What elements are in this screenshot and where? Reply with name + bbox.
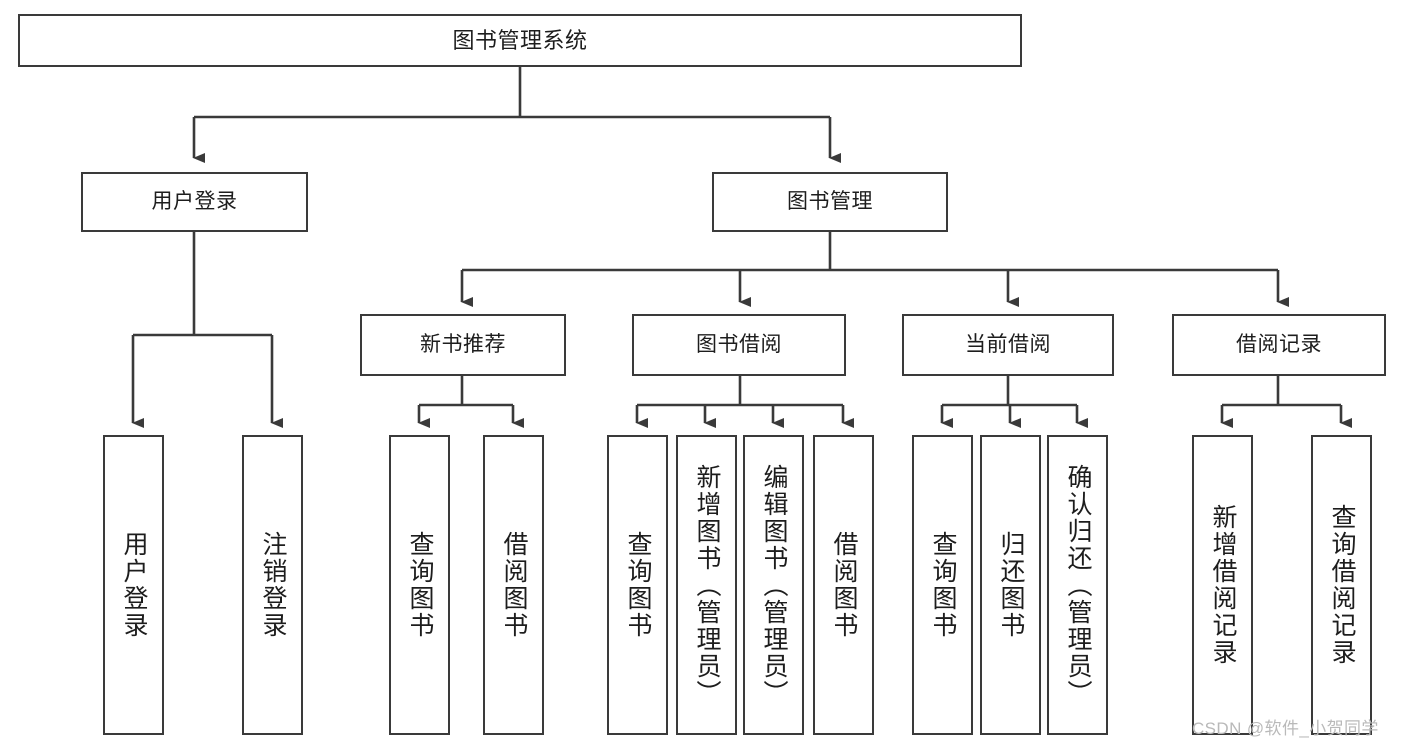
node-label: 图书管理系统 bbox=[452, 27, 588, 53]
leaf-user-login-logout[interactable]: 注销登录 bbox=[242, 435, 303, 735]
node-label: 借阅图书 bbox=[830, 531, 858, 639]
node-label: 借阅记录 bbox=[1236, 332, 1322, 356]
node-label: 查询图书 bbox=[929, 531, 957, 639]
node-borrow-record[interactable]: 借阅记录 bbox=[1172, 314, 1386, 376]
leaf-borrow-record-query-record[interactable]: 查询借阅记录 bbox=[1311, 435, 1372, 735]
node-root-book-management-system[interactable]: 图书管理系统 bbox=[18, 14, 1022, 67]
leaf-book-borrow-borrow-book[interactable]: 借阅图书 bbox=[813, 435, 874, 735]
watermark-text: CSDN @软件_小贺同学 bbox=[1192, 719, 1379, 738]
node-label: 当前借阅 bbox=[965, 332, 1051, 356]
node-label: 查询图书 bbox=[624, 531, 652, 639]
node-label: 借阅图书 bbox=[500, 531, 528, 639]
node-user-login[interactable]: 用户登录 bbox=[81, 172, 308, 232]
node-label: 编辑图书（管理员） bbox=[760, 463, 788, 707]
node-label: 图书管理 bbox=[787, 189, 873, 213]
node-current-borrow[interactable]: 当前借阅 bbox=[902, 314, 1114, 376]
node-label: 查询借阅记录 bbox=[1328, 504, 1356, 666]
node-new-book-recommend[interactable]: 新书推荐 bbox=[360, 314, 566, 376]
leaf-book-borrow-query-book[interactable]: 查询图书 bbox=[607, 435, 668, 735]
node-label: 新书推荐 bbox=[420, 332, 506, 356]
leaf-user-login-login[interactable]: 用户登录 bbox=[103, 435, 164, 735]
leaf-new-book-borrow-book[interactable]: 借阅图书 bbox=[483, 435, 544, 735]
leaf-current-borrow-return-book[interactable]: 归还图书 bbox=[980, 435, 1041, 735]
node-label: 注销登录 bbox=[259, 531, 287, 639]
node-label: 查询图书 bbox=[406, 531, 434, 639]
leaf-book-borrow-edit-book-admin[interactable]: 编辑图书（管理员） bbox=[743, 435, 804, 735]
node-label: 用户登录 bbox=[120, 531, 148, 639]
node-book-management[interactable]: 图书管理 bbox=[712, 172, 948, 232]
node-label: 用户登录 bbox=[151, 189, 238, 213]
leaf-new-book-query-book[interactable]: 查询图书 bbox=[389, 435, 450, 735]
leaf-borrow-record-add-record[interactable]: 新增借阅记录 bbox=[1192, 435, 1253, 735]
node-book-borrow[interactable]: 图书借阅 bbox=[632, 314, 846, 376]
leaf-current-borrow-confirm-return-admin[interactable]: 确认归还（管理员） bbox=[1047, 435, 1108, 735]
node-label: 确认归还（管理员） bbox=[1064, 463, 1092, 707]
leaf-current-borrow-query-book[interactable]: 查询图书 bbox=[912, 435, 973, 735]
node-label: 新增图书（管理员） bbox=[693, 463, 721, 707]
node-label: 图书借阅 bbox=[696, 332, 782, 356]
node-label: 归还图书 bbox=[997, 531, 1025, 639]
node-label: 新增借阅记录 bbox=[1209, 504, 1237, 666]
leaf-book-borrow-add-book-admin[interactable]: 新增图书（管理员） bbox=[676, 435, 737, 735]
